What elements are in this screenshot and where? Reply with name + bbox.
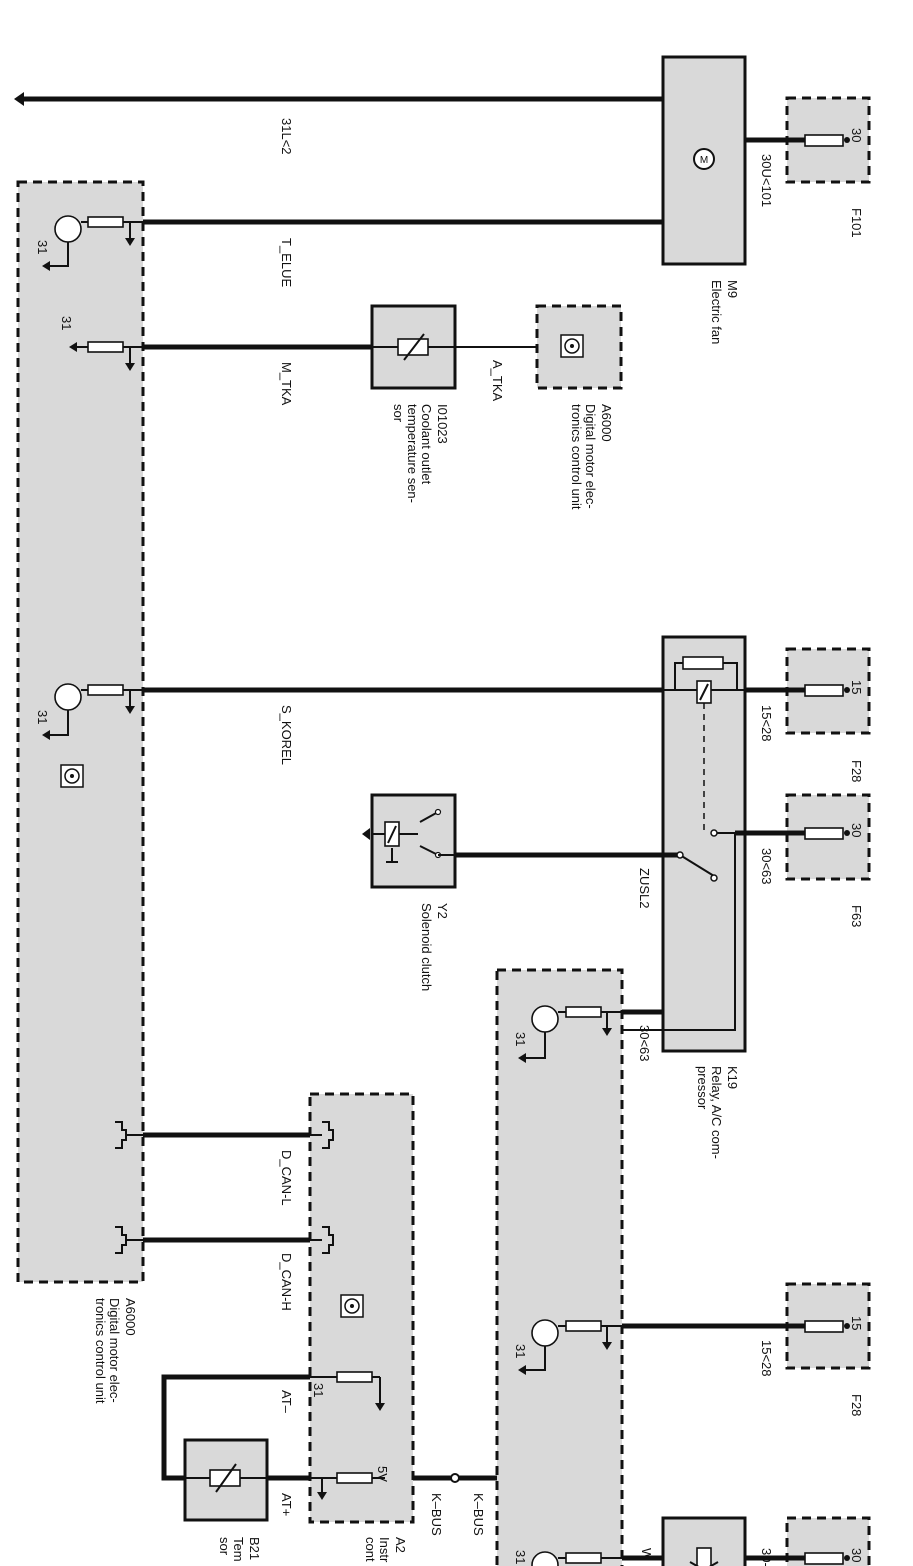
wire-label-15-28-top: 15<28 (759, 705, 774, 742)
component-i01023-name-1: Coolant outlet (419, 404, 434, 485)
pin-31-w: 31 (513, 1550, 528, 1564)
control-unit-icon-a2 (340, 1294, 364, 1318)
component-i01023-name-2: temperature sen- (405, 404, 420, 503)
component-y2-id: Y2 (435, 903, 450, 919)
fuse-bottom-icon (804, 1552, 850, 1565)
wire-label-a-tka: A_TKA (490, 360, 505, 402)
output-stage-t-elue (42, 215, 143, 271)
control-unit-icon-main (60, 764, 84, 788)
wire-label-30u101: 30U<101 (759, 154, 774, 207)
fuse-f101-icon (804, 134, 850, 147)
wire-label-k-bus-1: K–BUS (429, 1493, 444, 1536)
can-symbol-a2-h (310, 1226, 334, 1254)
component-m9-name: Electric fan (709, 280, 724, 344)
wire-label-31l2: 31L<2 (279, 118, 294, 155)
component-a6000-top-name-2: tronics control unit (569, 404, 584, 510)
thermistor-icon (372, 333, 455, 361)
wire-label-s-korel: S_KOREL (279, 705, 294, 765)
wire-label-15-28-bottom: 15<28 (759, 1340, 774, 1377)
wire-label-k-bus-2: K–BUS (471, 1493, 486, 1536)
component-a2-name-1: Instr (377, 1537, 392, 1563)
component-f28-bottom-id: F28 (849, 1394, 864, 1416)
wire-at-minus (161, 1374, 310, 1481)
wire-label-30-63-mid: 30<63 (637, 1025, 652, 1062)
pin-31-m-tka: 31 (59, 316, 74, 330)
component-b21-name-1: Tem (231, 1537, 246, 1562)
component-a2-name-2: cont (363, 1537, 378, 1562)
bottom-actuator-icon (689, 1547, 719, 1566)
component-a2-id: A2 (393, 1537, 408, 1553)
component-a6000-main-name-2: tronics control unit (93, 1298, 108, 1404)
output-stage-m-tka (69, 341, 143, 371)
arrow-31l2 (14, 92, 24, 106)
a2-at-minus-stage (310, 1371, 385, 1411)
k19-relay-internals (622, 656, 745, 1031)
wire-label-zusl2: ZUSL2 (637, 868, 652, 908)
component-k19-id: K19 (725, 1066, 740, 1089)
component-m9-id: M9 (725, 280, 740, 298)
pin-5v-a2: 5V (375, 1466, 390, 1482)
can-symbol-a6000-l (115, 1121, 143, 1149)
wire-label-t-elue: T_ELUE (279, 238, 294, 287)
component-y2-name: Solenoid clutch (419, 903, 434, 991)
output-stage-s-korel (42, 683, 143, 740)
pin-30-bottom: 30 (849, 1548, 864, 1562)
fuse-f28-top-icon (804, 684, 850, 697)
fuse-f63-icon (804, 827, 850, 840)
component-i01023-id: I01023 (435, 404, 450, 444)
component-f28-top-id: F28 (849, 760, 864, 782)
can-symbol-a2-l (310, 1121, 334, 1149)
a2-at-plus-stage (310, 1472, 385, 1500)
pin-15-f28-top: 15 (849, 680, 864, 694)
pin-30-f101: 30 (849, 128, 864, 142)
module-housing-right (495, 968, 624, 1566)
svg-text:M: M (700, 155, 708, 166)
y2-solenoid-internals (362, 808, 455, 863)
motor-icon: M (693, 148, 715, 170)
component-b21-name-2: sor (217, 1537, 232, 1556)
component-i01023-name-3: sor (391, 404, 406, 423)
wire-label-30-bottom: 30- (759, 1548, 774, 1566)
component-k19-name-1: Relay, A/C com- (709, 1066, 724, 1159)
pin-31-a2: 31 (311, 1383, 326, 1397)
can-symbol-a6000-h (115, 1226, 143, 1254)
output-stage-w (531, 1551, 622, 1566)
pin-31-30-63: 31 (513, 1032, 528, 1046)
k-bus-junction (450, 1473, 460, 1483)
wire-label-30-63-top: 30<63 (759, 848, 774, 885)
pin-30-f63: 30 (849, 823, 864, 837)
component-a6000-top-id: A6000 (599, 404, 614, 442)
a6000-main-housing (16, 180, 145, 1284)
component-f63-id: F63 (849, 905, 864, 927)
pin-15-f28-bottom: 15 (849, 1316, 864, 1330)
pin-31-s-korel: 31 (35, 710, 50, 724)
output-stage-30-63 (518, 1005, 622, 1063)
component-a6000-top-name-1: Digital motor elec- (583, 404, 598, 509)
wire-label-m-tka: M_TKA (279, 362, 294, 406)
wire-label-at-minus: AT– (279, 1390, 294, 1414)
pin-31-t-elue: 31 (35, 240, 50, 254)
output-stage-15-28 (518, 1319, 622, 1375)
wire-label-at-plus: AT+ (279, 1493, 294, 1516)
component-k19-name-2: pressor (695, 1066, 710, 1110)
wire-label-d-can-h: D_CAN-H (279, 1253, 294, 1311)
control-unit-icon (560, 334, 584, 358)
wire-label-d-can-l: D_CAN-L (279, 1150, 294, 1206)
pin-31-15-28: 31 (513, 1344, 528, 1358)
component-a6000-main-id: A6000 (123, 1298, 138, 1336)
component-f101-id: F101 (849, 208, 864, 238)
fuse-f28-bottom-icon (804, 1320, 850, 1333)
component-b21-id: B21 (247, 1537, 262, 1560)
wire-label-w: W (639, 1548, 654, 1561)
component-a6000-main-name-1: Digital motor elec- (107, 1298, 122, 1403)
b21-thermistor-icon (185, 1463, 267, 1493)
